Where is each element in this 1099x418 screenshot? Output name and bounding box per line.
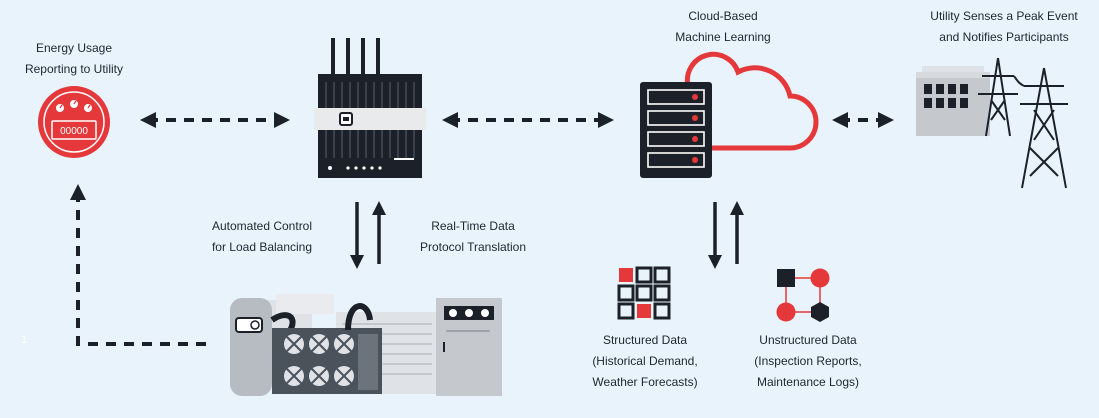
corner-mark: 1: [20, 334, 28, 346]
connectors: [70, 112, 894, 346]
realtime-label: Real-Time Data Protocol Translation: [419, 219, 527, 254]
meter-label: Energy Usage Reporting to Utility: [24, 41, 124, 76]
cloud-label: Cloud-Based Machine Learning: [675, 9, 771, 44]
hvac-equipment-icon: [230, 294, 502, 396]
electric-meter-icon: 00000: [38, 86, 110, 158]
unstructured-label: Unstructured Data (Inspection Reports, M…: [754, 333, 862, 389]
power-tower-icon: [916, 57, 1068, 189]
structured-grid-icon: [617, 266, 671, 320]
unstructured-nodes-icon: [776, 268, 830, 322]
control-label: Automated Control for Load Balancing: [211, 219, 313, 254]
vertical-arrows: [350, 201, 744, 269]
cloud-icon: [684, 51, 819, 151]
utility-label: Utility Senses a Peak Event and Notifies…: [930, 9, 1078, 44]
equipment-meter-return-arrow: [70, 184, 206, 346]
structured-label: Structured Data (Historical Demand, Weat…: [592, 333, 698, 389]
meter-display-value: 00000: [60, 126, 88, 137]
iot-gateway-icon: [314, 38, 426, 178]
server-rack-icon: [640, 82, 712, 178]
